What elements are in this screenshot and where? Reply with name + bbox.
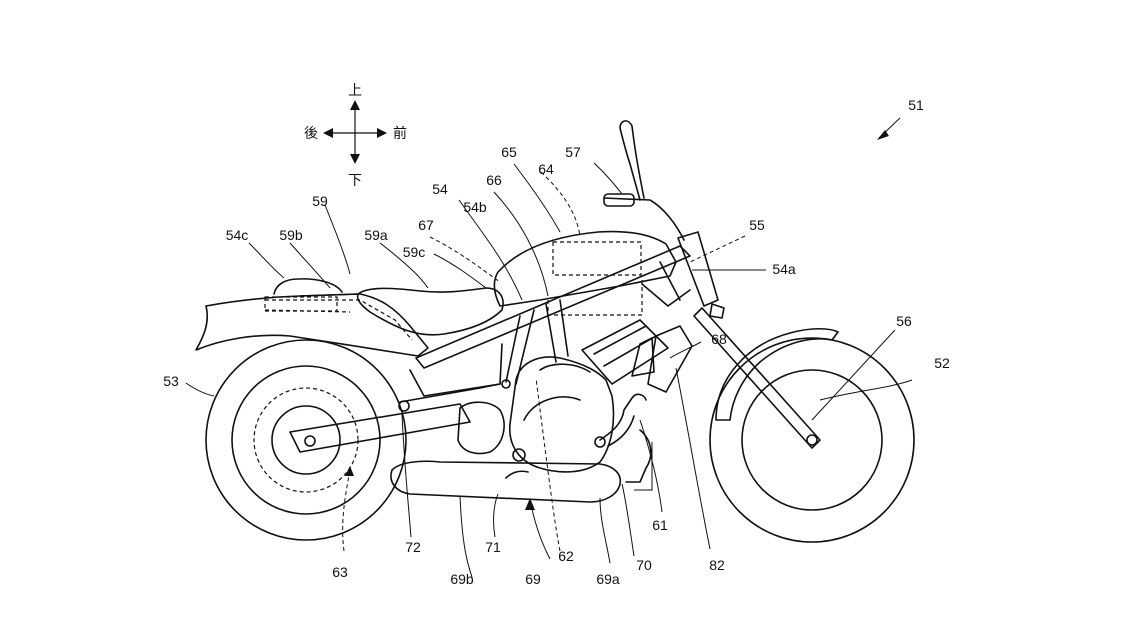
compass-up-label: 上 [348,82,362,98]
fuel-tank [493,230,677,316]
seat-59a [356,287,504,336]
front-fork [677,231,821,449]
label-82: 82 [709,557,725,573]
compass-down-label: 下 [348,172,362,188]
label-63: 63 [332,564,348,580]
seat-rail [299,293,359,297]
main-frame [398,245,691,412]
front-wheel [709,337,915,543]
label-54b: 54b [463,199,487,215]
label-59: 59 [312,193,328,209]
rear-wheel [205,339,407,541]
compass-front-label: 前 [393,125,407,141]
label-54c: 54c [226,227,249,243]
label-69b: 69b [450,571,474,587]
label-59b: 59b [279,227,303,243]
label-51: 51 [908,97,924,113]
label-62: 62 [558,548,574,564]
label-57: 57 [565,144,581,160]
exhaust-system [390,393,652,503]
label-72: 72 [405,539,421,555]
label-68: 68 [711,331,727,347]
label-64: 64 [538,161,554,177]
label-65: 65 [501,144,517,160]
label-70: 70 [636,557,652,573]
label-67: 67 [418,217,434,233]
swing-arm [289,403,471,453]
handlebar [603,120,685,241]
label-54: 54 [432,181,448,197]
seat-59b [273,278,343,295]
radiator [631,325,693,393]
label-52: 52 [934,355,950,371]
leader-lines [185,117,913,578]
label-71: 71 [485,539,501,555]
label-59a: 59a [364,227,388,243]
compass-rear-label: 後 [304,125,318,141]
label-61: 61 [652,517,668,533]
engine [457,319,669,473]
label-59c: 59c [403,244,426,260]
label-69: 69 [525,571,541,587]
label-53: 53 [163,373,179,389]
label-54a: 54a [772,261,796,277]
reference-labels: 51 52 53 54 54a 54b 54c 55 56 57 59 59a … [163,97,950,587]
direction-compass: 上 下 後 前 [304,82,407,188]
label-69a: 69a [596,571,620,587]
front-fender [715,327,839,421]
label-66: 66 [486,172,502,188]
label-56: 56 [896,313,912,329]
label-55: 55 [749,217,765,233]
